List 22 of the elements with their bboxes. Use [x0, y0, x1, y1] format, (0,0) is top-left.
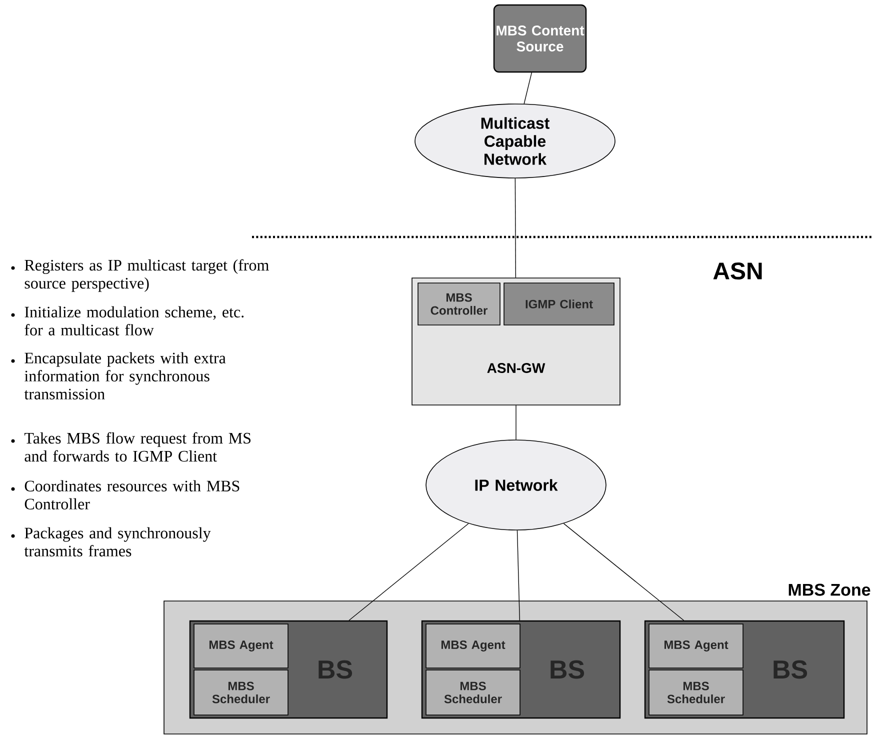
function-box: MBS Scheduler: [426, 670, 520, 716]
function-box: IGMP Client: [504, 282, 614, 326]
function-box: MBS Scheduler: [194, 670, 288, 716]
connector-line: [348, 523, 469, 621]
bullet-text: Registers as IP multicast target (from source perspective): [24, 259, 269, 292]
bullet-text: Encapsulate packets with extra information for synchronous transmission: [24, 352, 226, 400]
connector-line: [516, 530, 520, 621]
bullet-text: Takes MBS flow request from MS and forwards to IGMP Client: [24, 432, 250, 462]
function-box: MBS Agent: [194, 624, 288, 668]
function-box: MBS Agent: [426, 624, 520, 668]
connector-line: [524, 72, 532, 104]
bullet-text: Initialize modulation scheme, etc. for a multicast flow: [24, 306, 244, 336]
bullet-text: Coordinates resources with MBS Controller: [24, 480, 240, 510]
connector-line: [514, 178, 516, 278]
region-label: ASN: [713, 262, 762, 280]
bullet-text: Packages and synchronously transmits frames: [24, 527, 211, 556]
function-box: MBS Controller: [418, 282, 500, 326]
source-box: MBS Content Source: [493, 4, 587, 73]
connector-line: [563, 523, 684, 621]
function-box: MBS Agent: [648, 624, 744, 668]
function-box: MBS Scheduler: [648, 670, 744, 716]
node-label: MBS Zone: [788, 584, 870, 596]
